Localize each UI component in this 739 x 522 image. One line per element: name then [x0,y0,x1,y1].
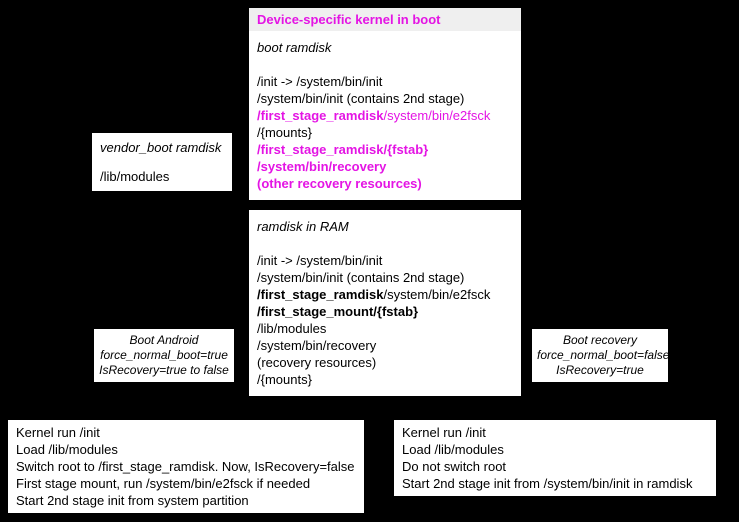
boot-e2fsck-prefix: /first_stage_ramdisk [257,108,384,123]
boot-android-note-line1: Boot Android [129,333,199,347]
android-step-3: Switch root to /first_stage_ramdisk. Now… [16,459,355,474]
boot-recovery-note-line3: IsRecovery=true [556,363,644,377]
ram-recovery-resources-line: (recovery resources) [257,355,377,370]
boot-mounts-line: /{mounts} [257,125,312,140]
boot-android-note-line3: IsRecovery=true to false [99,363,229,377]
android-step-5: Start 2nd stage init from system partiti… [16,493,249,508]
vendor-boot-title: vendor_boot ramdisk [100,140,222,155]
recovery-steps-box: Kernel run /init Load /lib/modules Do no… [394,420,716,496]
boot-recovery-note-line2: force_normal_boot=false [537,348,670,362]
kernel-boot-body: boot ramdisk /init -> /system/bin/init /… [249,31,521,200]
boot-android-note-line2: force_normal_boot=true [100,348,228,362]
boot-init-second-stage-line: /system/bin/init (contains 2nd stage) [257,91,465,106]
ram-modules-line: /lib/modules [257,321,327,336]
recovery-step-4: Start 2nd stage init from /system/bin/in… [402,476,693,491]
recovery-step-2: Load /lib/modules [402,442,504,457]
android-step-2: Load /lib/modules [16,442,118,457]
boot-e2fsck-line: /first_stage_ramdisk/system/bin/e2fsck [257,107,513,124]
vendor-boot-box: vendor_boot ramdisk /lib/modules [92,133,232,191]
android-steps-box: Kernel run /init Load /lib/modules Switc… [8,420,364,513]
boot-recovery-resources-line: (other recovery resources) [257,176,422,191]
recovery-step-3: Do not switch root [402,459,507,474]
boot-recovery-note-line1: Boot recovery [562,333,638,347]
ram-e2fsck-line: /first_stage_ramdisk/system/bin/e2fsck [257,286,513,303]
boot-recovery-line: /system/bin/recovery [257,159,387,174]
android-step-1: Kernel run /init [16,425,100,440]
boot-ramdisk-title: boot ramdisk [257,40,332,55]
ram-e2fsck-suffix: /system/bin/e2fsck [383,287,491,302]
ram-e2fsck-prefix: /first_stage_ramdisk [257,287,384,302]
ram-init-link-line: /init -> /system/bin/init [257,253,383,268]
boot-recovery-note: Boot recovery force_normal_boot=false Is… [532,329,670,382]
boot-init-link-line: /init -> /system/bin/init [257,74,383,89]
kernel-boot-header: Device-specific kernel in boot [249,8,521,31]
ram-mounts-line: /{mounts} [257,372,312,387]
kernel-boot-box: Device-specific kernel in boot boot ramd… [249,8,521,200]
ramdisk-ram-title: ramdisk in RAM [257,219,349,234]
recovery-step-1: Kernel run /init [402,425,486,440]
ram-fstab-mount-line: /first_stage_mount/{fstab} [257,304,419,319]
ram-init-second-stage-line: /system/bin/init (contains 2nd stage) [257,270,465,285]
boot-fstab-line: /first_stage_ramdisk/{fstab} [257,142,429,157]
ramdisk-ram-box: ramdisk in RAM /init -> /system/bin/init… [249,210,521,396]
android-step-4: First stage mount, run /system/bin/e2fsc… [16,476,311,491]
boot-e2fsck-suffix: /system/bin/e2fsck [383,108,491,123]
boot-android-note: Boot Android force_normal_boot=true IsRe… [94,329,234,382]
vendor-boot-modules-line: /lib/modules [100,169,170,184]
ram-recovery-line: /system/bin/recovery [257,338,377,353]
